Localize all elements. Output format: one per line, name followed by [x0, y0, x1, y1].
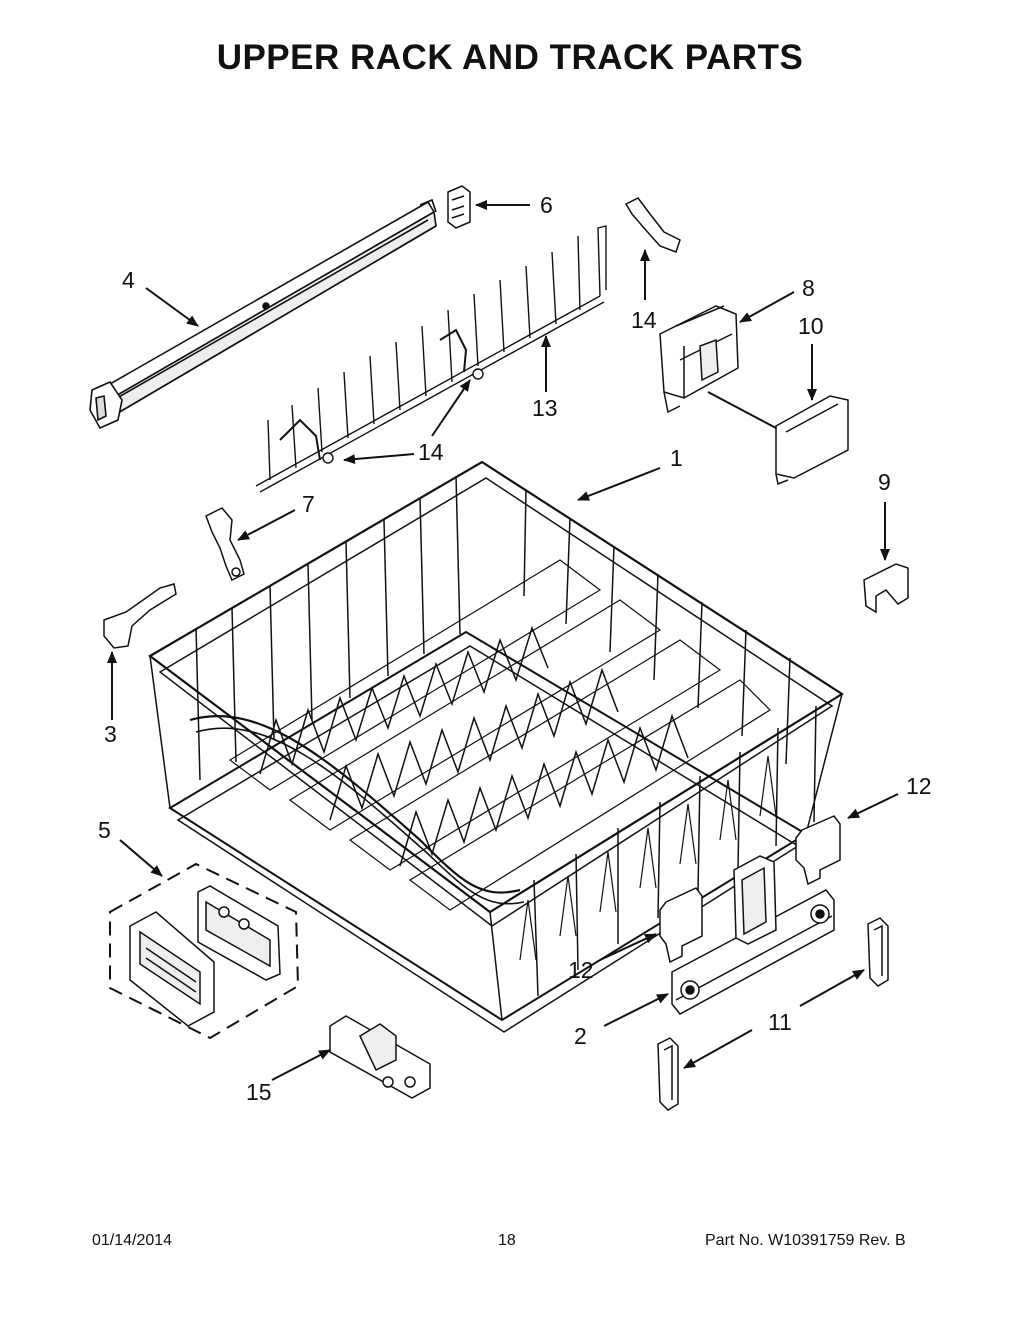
- callout-label: 5: [98, 817, 111, 843]
- callout-label: 7: [302, 491, 315, 517]
- part-5-rear-cap: [197, 885, 281, 981]
- callout-label: 12: [568, 957, 594, 983]
- callout-label: 2: [574, 1023, 587, 1049]
- part-4-rack-rail: [89, 198, 437, 430]
- part-11-track-end-right: [867, 917, 889, 987]
- part-10-cover: [775, 395, 849, 486]
- callout-label: 4: [122, 267, 135, 293]
- part-12-clip-left: [659, 887, 703, 964]
- callout-label: 1: [670, 445, 683, 471]
- callout-label: 3: [104, 721, 117, 747]
- callout-label: 11: [768, 1009, 792, 1035]
- footer-page-number: 18: [498, 1232, 516, 1249]
- callout-label: 15: [246, 1079, 272, 1105]
- part-8-housing: [659, 305, 739, 414]
- part-13-tine-row: [255, 225, 607, 493]
- part-14-bracket-top: [624, 197, 681, 253]
- callout-label: 13: [532, 395, 558, 421]
- part-7-clip: [205, 507, 245, 582]
- callout-arrows: [107, 200, 899, 1081]
- callout-label: 10: [798, 313, 824, 339]
- callout-label: 9: [878, 469, 891, 495]
- callout-label: 8: [802, 275, 815, 301]
- part-5-cap-group: [109, 862, 300, 1040]
- page-title: UPPER RACK AND TRACK PARTS: [216, 38, 804, 77]
- callout-label: 14: [631, 307, 657, 333]
- callout-labels: 4 6 14 8 10 13 14 1 7 9 3 5 12 12 2 11 1…: [98, 192, 932, 1105]
- footer-part-number: Part No. W10391759 Rev. B: [705, 1232, 906, 1249]
- part-3-lever: [103, 583, 177, 649]
- part-12-clip-right: [795, 815, 841, 886]
- footer-date: 01/14/2014: [92, 1232, 173, 1249]
- callout-label: 12: [906, 773, 932, 799]
- part-5-front-cap: [129, 911, 215, 1027]
- part-15-roller-clip: [329, 1015, 431, 1099]
- part-6-clip: [447, 185, 471, 229]
- part-11-track-end-left: [657, 1037, 679, 1111]
- part-2-track-adjuster: [671, 855, 835, 1015]
- callout-label: 6: [540, 192, 553, 218]
- callout-label: 14: [418, 439, 444, 465]
- part-9-clip: [863, 563, 909, 614]
